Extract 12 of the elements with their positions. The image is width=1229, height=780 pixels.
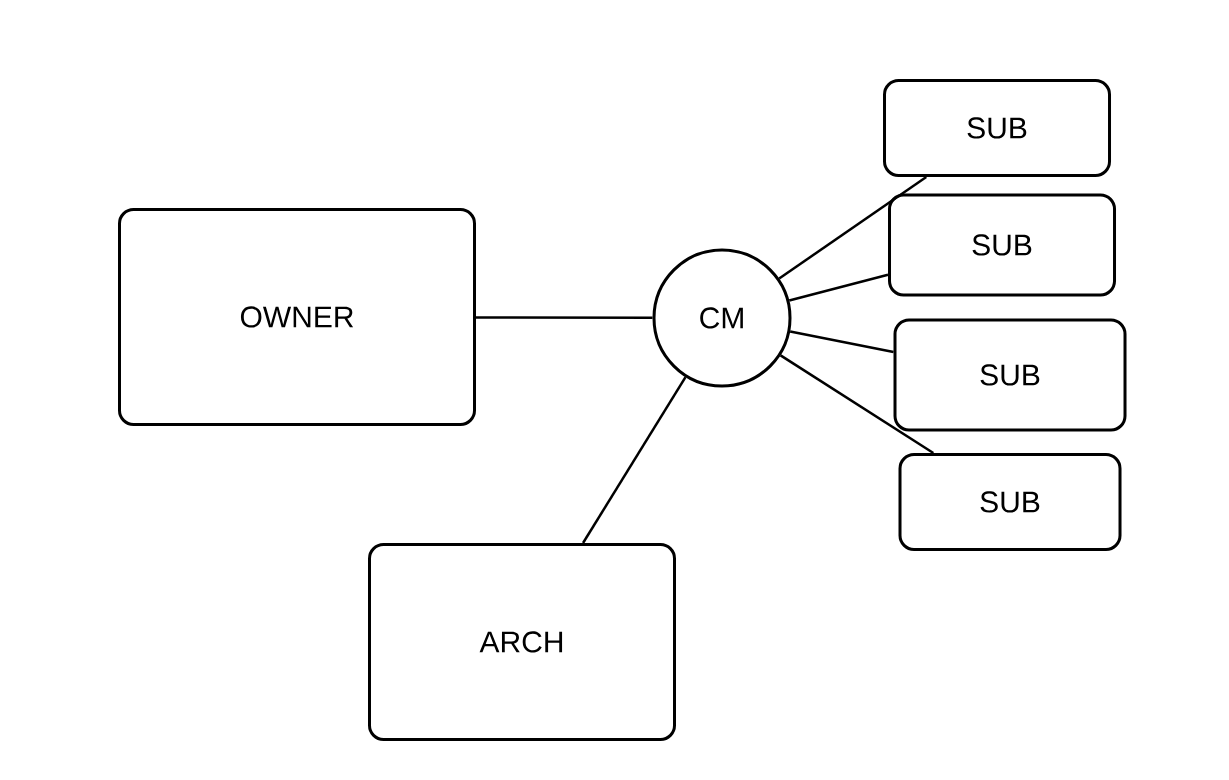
- connector-line: [581, 376, 687, 544]
- connector-line: [778, 175, 927, 280]
- process-box: SUB: [883, 79, 1111, 177]
- connector-line: [476, 316, 653, 320]
- process-box: SUB: [893, 318, 1127, 432]
- connector-line: [788, 273, 889, 302]
- process-box: ARCH: [368, 543, 676, 741]
- connector-line: [789, 330, 894, 354]
- circle-node: CM: [652, 248, 792, 388]
- process-box: SUB: [898, 453, 1122, 551]
- process-box: SUB: [888, 193, 1116, 297]
- process-box: OWNER: [118, 208, 476, 426]
